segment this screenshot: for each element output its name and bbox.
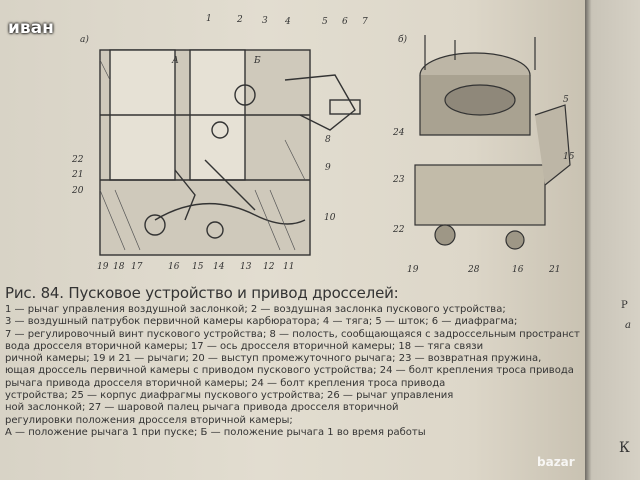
- right-page-letter: а: [625, 320, 631, 331]
- callout: 5: [322, 17, 328, 27]
- callout: 19: [97, 262, 109, 272]
- panel-b-label: б): [398, 35, 408, 45]
- callout: 9: [325, 163, 331, 173]
- legend-line: ной заслонкой; 27 — шаровой палец рычага…: [5, 402, 399, 414]
- callout: 2: [237, 15, 243, 25]
- callout: 18: [113, 262, 125, 272]
- callout: А: [172, 56, 179, 66]
- callout: 15: [192, 262, 204, 272]
- book-page-right: Р а К: [585, 0, 640, 480]
- bazar-logo: bazar: [537, 455, 575, 469]
- callout: 28: [468, 265, 480, 275]
- carburetor-section-drawing: [99, 49, 361, 256]
- right-page-letter: К: [619, 440, 630, 456]
- legend-line: устройства; 25 — корпус диафрагмы пусков…: [5, 390, 454, 402]
- callout: 4: [285, 17, 291, 27]
- callout: 19: [407, 265, 419, 275]
- callout: 5: [563, 95, 569, 105]
- callout: 20: [72, 186, 84, 196]
- callout: 11: [283, 262, 295, 272]
- callout: 7: [362, 17, 368, 27]
- legend-line: А — положение рычага 1 при пуске; Б — по…: [5, 426, 426, 438]
- callout: 21: [72, 170, 84, 180]
- watermark-text: иван: [8, 18, 54, 38]
- callout: 16: [512, 265, 524, 275]
- right-page-letter: Р: [621, 300, 628, 311]
- callout: 23: [393, 175, 405, 185]
- callout: 3: [262, 16, 268, 26]
- legend-line: регулировки положения дросселя вторичной…: [5, 414, 293, 426]
- legend-line: рычага привода дросселя вторичной камеры…: [5, 377, 446, 389]
- callout: 6: [342, 17, 348, 27]
- callout: Б: [254, 56, 261, 66]
- callout: 24: [393, 128, 405, 138]
- callout: 14: [213, 262, 225, 272]
- callout: 10: [324, 213, 336, 223]
- callout: 15: [563, 152, 575, 162]
- callout: 22: [72, 155, 84, 165]
- legend-line: 3 — воздушный патрубок первичной камеры …: [5, 316, 518, 328]
- legend-line: ричной камеры; 19 и 21 — рычаги; 20 — вы…: [5, 353, 542, 365]
- figure-legend: 1 — рычаг управления воздушной заслонкой…: [5, 304, 580, 439]
- legend-line: вода дросселя вторичной камеры; 17 — ось…: [5, 340, 484, 352]
- callout: 13: [240, 262, 252, 272]
- callout: 21: [549, 265, 561, 275]
- figure-caption: Рис. 84. Пусковое устройство и привод др…: [5, 284, 399, 302]
- callout: 12: [263, 262, 275, 272]
- callout: 22: [393, 225, 405, 235]
- legend-line: 7 — регулировочный винт пускового устрой…: [5, 328, 580, 340]
- panel-a-label: а): [80, 35, 89, 45]
- callout: 17: [131, 262, 143, 272]
- legend-line: ющая дроссель первичной камеры с приводо…: [5, 365, 574, 377]
- callout: 16: [168, 262, 180, 272]
- logo-text: bazar: [537, 455, 575, 469]
- callout: 1: [206, 14, 212, 24]
- callout: 8: [325, 135, 331, 145]
- legend-line: 1 — рычаг управления воздушной заслонкой…: [5, 304, 506, 315]
- carburetor-external-drawing: [414, 35, 571, 250]
